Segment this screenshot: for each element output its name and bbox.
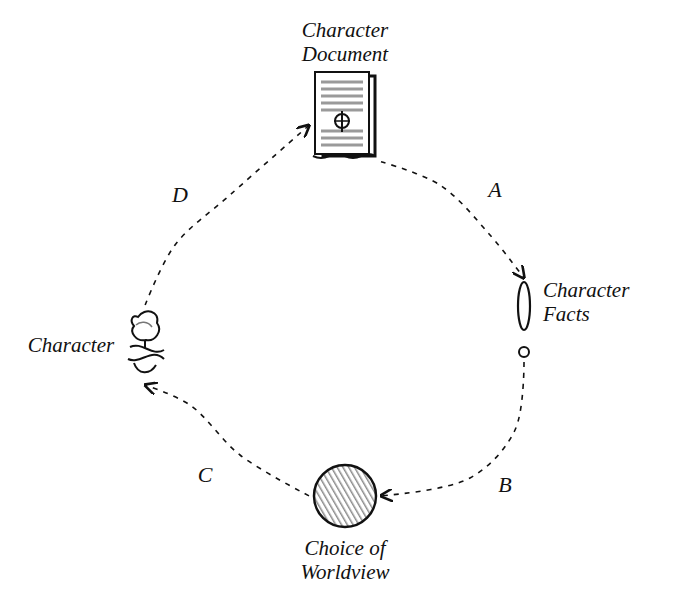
edge-label: D [169,182,191,208]
edge-label: C [195,462,216,488]
node-label-group: Choice of Worldview [270,536,420,584]
dashed-connector [145,125,309,305]
node-label: Choice of Worldview [270,536,420,584]
dashed-connector [381,162,524,278]
character-node: Character [28,305,172,385]
facts-node: Character Facts [509,278,661,362]
node-label-group: Character Facts [543,278,661,326]
edge-label: A [485,177,504,203]
worldview-globe [309,460,381,532]
node-label-group: Character [28,333,114,357]
node-label: Character Facts [543,278,661,326]
character-figure [118,305,172,385]
edge-label: B [495,472,514,498]
document-icon [309,70,381,162]
dashed-connector [145,385,309,496]
node-label: Character Document [275,18,415,66]
facts-icon [509,278,539,362]
node-label: Character [28,333,114,357]
worldview-node: Choice of Worldview [270,460,420,584]
document-node: Character Document [275,18,415,162]
node-label-group: Character Document [275,18,415,66]
